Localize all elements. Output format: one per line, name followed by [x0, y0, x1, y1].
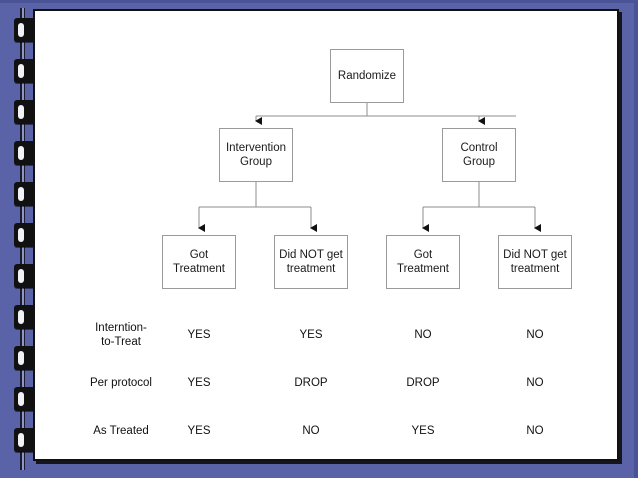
table-cell: YES [187, 377, 211, 389]
slide-page: Randomize Intervention Group Control Gro… [33, 9, 619, 461]
flowchart-canvas: Randomize Intervention Group Control Gro… [35, 11, 617, 459]
table-row: As Treated YES NO YES NO [35, 407, 617, 455]
table-cell: YES [187, 329, 211, 341]
table-cell: DROP [294, 377, 328, 389]
node-intervention-got-treatment[interactable]: Got Treatment [162, 235, 236, 289]
notebook-right-edge [634, 0, 638, 478]
table-row-label: Interntion-to-Treat [95, 322, 147, 348]
node-control-got-treatment[interactable]: Got Treatment [386, 235, 460, 289]
node-control-did-not-get-label: Did NOT get treatment [503, 249, 567, 275]
table-cell: DROP [406, 377, 440, 389]
table-cell: NO [302, 425, 320, 437]
node-control-got-treatment-label: Got Treatment [397, 249, 449, 275]
node-randomize[interactable]: Randomize [330, 49, 404, 103]
node-intervention-got-treatment-label: Got Treatment [173, 249, 225, 275]
notebook-top-edge [0, 0, 638, 3]
node-randomize-label: Randomize [337, 70, 397, 82]
table-row: Per protocol YES DROP DROP NO [35, 359, 617, 407]
table-cell: NO [526, 329, 544, 341]
table-cell: NO [526, 425, 544, 437]
node-control-group-label: Control Group [460, 142, 498, 168]
table-cell: YES [411, 425, 435, 437]
node-intervention-did-not-get[interactable]: Did NOT get treatment [274, 235, 348, 289]
table-row-label: As Treated [93, 425, 149, 437]
node-control-did-not-get[interactable]: Did NOT get treatment [498, 235, 572, 289]
node-intervention-did-not-get-label: Did NOT get treatment [279, 249, 343, 275]
table-cell: NO [526, 377, 544, 389]
node-intervention-group[interactable]: Intervention Group [219, 128, 293, 182]
table-cell: NO [414, 329, 432, 341]
table-row-label: Per protocol [89, 377, 152, 389]
table-cell: YES [187, 425, 211, 437]
node-intervention-group-label: Intervention Group [225, 142, 287, 168]
table-row: Interntion-to-Treat YES YES NO NO [35, 311, 617, 359]
node-control-group[interactable]: Control Group [442, 128, 516, 182]
table-cell: YES [299, 329, 323, 341]
